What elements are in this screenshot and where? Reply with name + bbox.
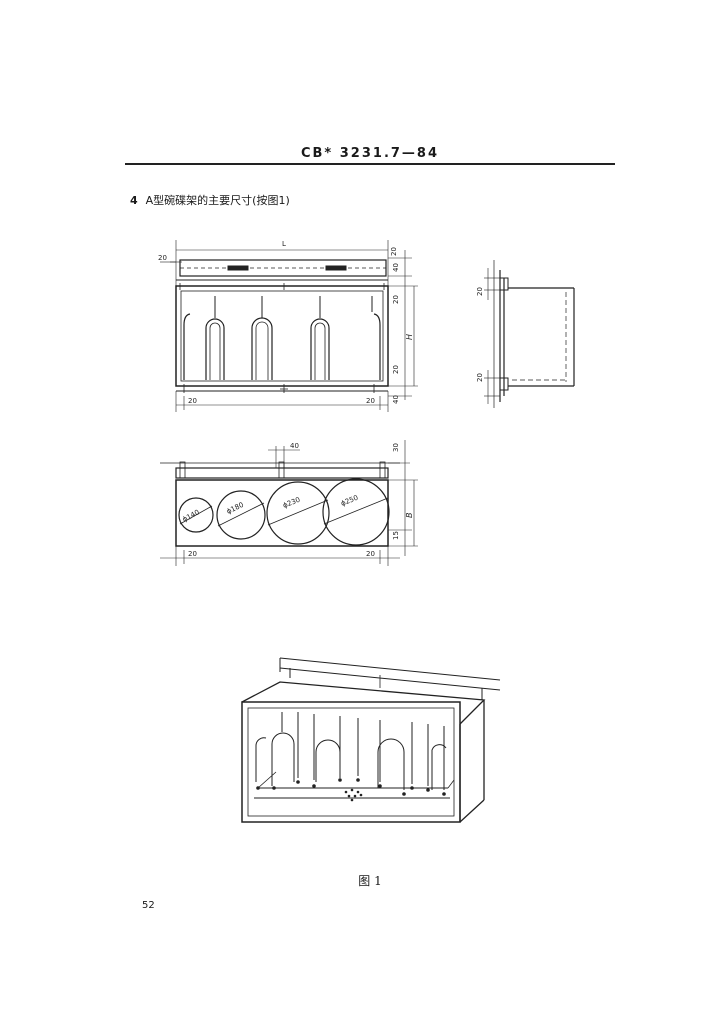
dim-label: 20 bbox=[366, 550, 375, 558]
section-number: 4 bbox=[130, 194, 138, 207]
dim-label: 40 bbox=[290, 442, 299, 450]
header-rule bbox=[125, 163, 615, 165]
dim-label: 30 bbox=[392, 443, 400, 452]
isometric-view bbox=[241, 657, 501, 823]
dim-label: B bbox=[405, 513, 414, 519]
dim-label: 15 bbox=[392, 531, 400, 540]
dim-label: 20 bbox=[158, 254, 167, 262]
figure-caption: 图 1 bbox=[358, 874, 382, 888]
top-frame bbox=[175, 479, 389, 547]
dim-label: 20 bbox=[392, 365, 400, 374]
side-view bbox=[484, 260, 575, 408]
circle-diameter-label: ϕ230 bbox=[282, 496, 302, 510]
circle-diameter-label: ϕ140 bbox=[181, 508, 201, 524]
rail-slot bbox=[227, 265, 249, 271]
iso-frame bbox=[241, 701, 461, 823]
dim-label: 20 bbox=[366, 397, 375, 405]
dim-label: 40 bbox=[392, 263, 400, 272]
dim-label: 20 bbox=[390, 247, 398, 256]
section-title: A型碗碟架的主要尺寸(按图1) bbox=[145, 194, 290, 207]
dim-label: 20 bbox=[476, 373, 484, 382]
front-view bbox=[160, 240, 418, 412]
rail-slot bbox=[325, 265, 347, 271]
dim-label: 20 bbox=[188, 550, 197, 558]
dim-label: 20 bbox=[476, 287, 484, 296]
dim-label: 40 bbox=[392, 395, 400, 404]
top-rail bbox=[175, 467, 389, 479]
standard-number: CB* 3231.7—84 bbox=[300, 146, 440, 161]
dim-label: 20 bbox=[392, 295, 400, 304]
section-heading: 4 A型碗碟架的主要尺寸(按图1) bbox=[130, 192, 290, 208]
dim-label: L bbox=[282, 240, 286, 248]
circle-diameter-label: ϕ250 bbox=[340, 494, 360, 508]
page-number: 52 bbox=[142, 900, 155, 911]
dim-label: 20 bbox=[188, 397, 197, 405]
front-frame bbox=[175, 285, 389, 387]
top-view bbox=[160, 440, 418, 566]
dim-label: H bbox=[405, 334, 414, 340]
